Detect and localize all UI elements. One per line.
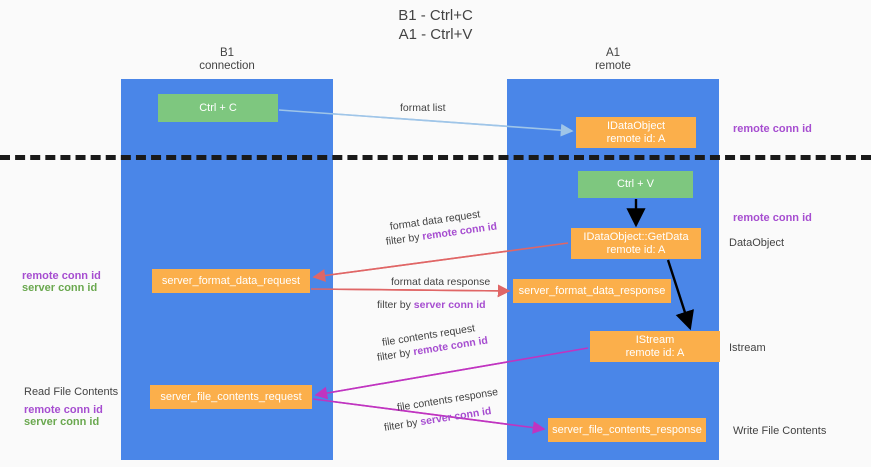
node-idataobject-getdata[interactable]: IDataObject::GetData remote id: A	[571, 228, 701, 259]
annotation-left-remote-conn-id-2: remote conn id	[24, 404, 103, 416]
diagram-title-line1: B1 - Ctrl+C	[398, 7, 473, 24]
node-server-file-contents-response-label: server_file_contents_response	[552, 423, 702, 436]
column-a1-role: remote	[595, 60, 631, 72]
node-server-format-data-response-label: server_format_data_response	[518, 284, 666, 297]
filter-prefix: filter by	[385, 230, 424, 248]
node-getdata-line1: IDataObject::GetData	[583, 230, 689, 243]
filter-prefix: filter by	[376, 346, 415, 364]
node-idataobject-line1: IDataObject	[606, 119, 666, 132]
filter-key-server-conn-id: server conn id	[413, 299, 486, 311]
column-a1-name: A1	[605, 47, 621, 59]
column-header-b1: B1 connection	[121, 47, 333, 73]
column-header-a1: A1 remote	[507, 47, 719, 73]
diagram-title-line2: A1 - Ctrl+V	[398, 26, 473, 43]
node-ctrl-v[interactable]: Ctrl + V	[578, 171, 693, 198]
annotation-write-file-contents: Write File Contents	[733, 425, 827, 437]
node-getdata-line2: remote id: A	[606, 243, 666, 256]
column-b1-role: connection	[199, 60, 255, 72]
annotation-remote-conn-id-mid: remote conn id	[733, 212, 812, 224]
edge-label-format-list: format list	[400, 102, 446, 114]
annotation-dataobject: DataObject	[729, 237, 785, 249]
node-server-format-data-response[interactable]: server_format_data_response	[513, 279, 671, 303]
annotation-read-file-contents: Read File Contents	[24, 386, 119, 398]
node-idataobject[interactable]: IDataObject remote id: A	[576, 117, 696, 148]
node-istream-line1: IStream	[635, 333, 675, 346]
annotation-istream: Istream	[729, 342, 766, 354]
node-ctrl-c[interactable]: Ctrl + C	[158, 94, 278, 122]
column-b1-name: B1	[219, 47, 235, 59]
node-istream[interactable]: IStream remote id: A	[590, 331, 720, 362]
node-server-file-contents-request[interactable]: server_file_contents_request	[150, 385, 312, 409]
phase-divider	[0, 155, 871, 160]
node-idataobject-line2: remote id: A	[606, 132, 666, 145]
filter-prefix: filter by	[377, 299, 414, 311]
node-server-file-contents-response[interactable]: server_file_contents_response	[548, 418, 706, 442]
node-istream-line2: remote id: A	[625, 346, 685, 359]
edge-label-format-data-response: format data response	[391, 276, 491, 288]
annotation-left-server-conn-id-2: server conn id	[24, 416, 100, 428]
node-ctrl-c-label: Ctrl + C	[199, 101, 237, 114]
node-server-format-data-request-label: server_format_data_request	[161, 274, 301, 287]
annotation-left-server-conn-id: server conn id	[22, 282, 98, 294]
annotation-left-remote-conn-id: remote conn id	[22, 270, 101, 282]
edge-filter-format-data-response: filter by server conn id	[377, 298, 486, 312]
filter-prefix: filter by	[383, 416, 422, 434]
annotation-remote-conn-id-top: remote conn id	[733, 123, 812, 135]
node-server-file-contents-request-label: server_file_contents_request	[160, 390, 302, 403]
node-server-format-data-request[interactable]: server_format_data_request	[152, 269, 310, 293]
node-ctrl-v-label: Ctrl + V	[617, 178, 654, 190]
diagram-title: B1 - Ctrl+C A1 - Ctrl+V	[0, 6, 871, 44]
